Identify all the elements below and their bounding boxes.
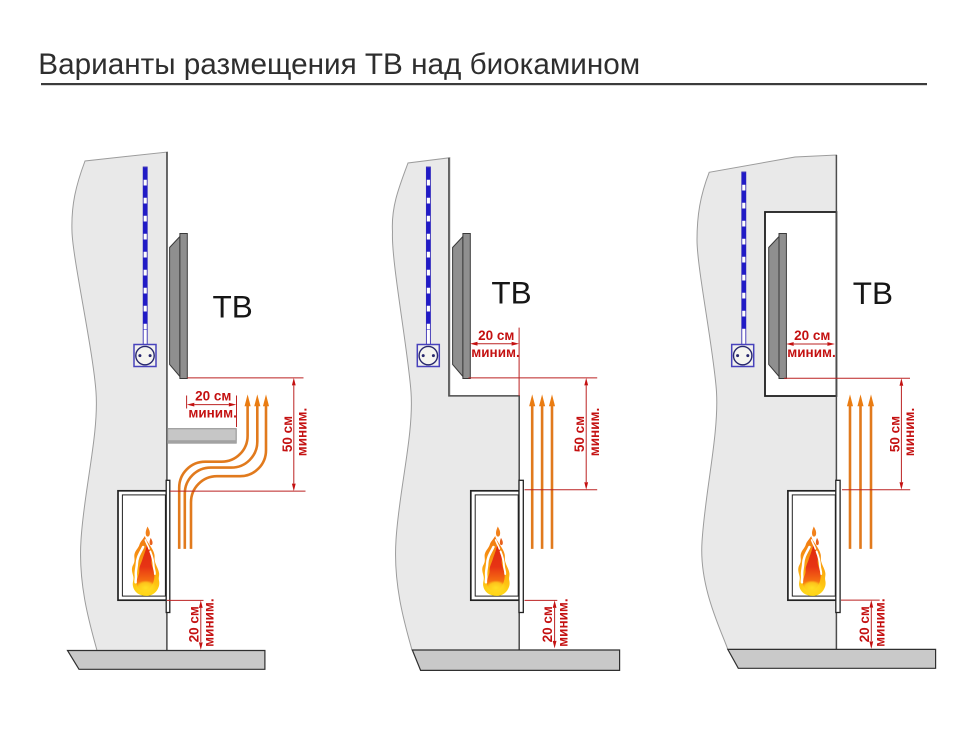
svg-text:50 см: 50 см: [887, 416, 902, 452]
svg-text:миним.: миним.: [787, 345, 835, 360]
svg-text:миним.: миним.: [202, 598, 217, 646]
svg-text:миним.: миним.: [188, 406, 236, 421]
svg-text:миним.: миним.: [902, 408, 917, 456]
svg-text:миним.: миним.: [555, 598, 570, 646]
svg-text:20 см: 20 см: [540, 606, 555, 642]
svg-text:20 см: 20 см: [794, 328, 830, 343]
svg-text:20 см: 20 см: [186, 606, 201, 642]
svg-text:20 см: 20 см: [195, 389, 231, 404]
svg-text:50 см: 50 см: [280, 416, 295, 452]
svg-text:50 см: 50 см: [572, 416, 587, 452]
svg-text:ТВ: ТВ: [491, 275, 531, 311]
svg-text:миним.: миним.: [872, 598, 887, 646]
svg-text:миним.: миним.: [471, 345, 519, 360]
svg-text:Варианты размещения ТВ над био: Варианты размещения ТВ над биокамином: [38, 48, 640, 81]
svg-text:ТВ: ТВ: [213, 289, 253, 325]
svg-text:ТВ: ТВ: [853, 275, 893, 311]
svg-text:миним.: миним.: [587, 408, 602, 456]
svg-text:20 см: 20 см: [478, 328, 514, 343]
svg-text:миним.: миним.: [294, 408, 309, 456]
svg-text:20 см: 20 см: [857, 606, 872, 642]
